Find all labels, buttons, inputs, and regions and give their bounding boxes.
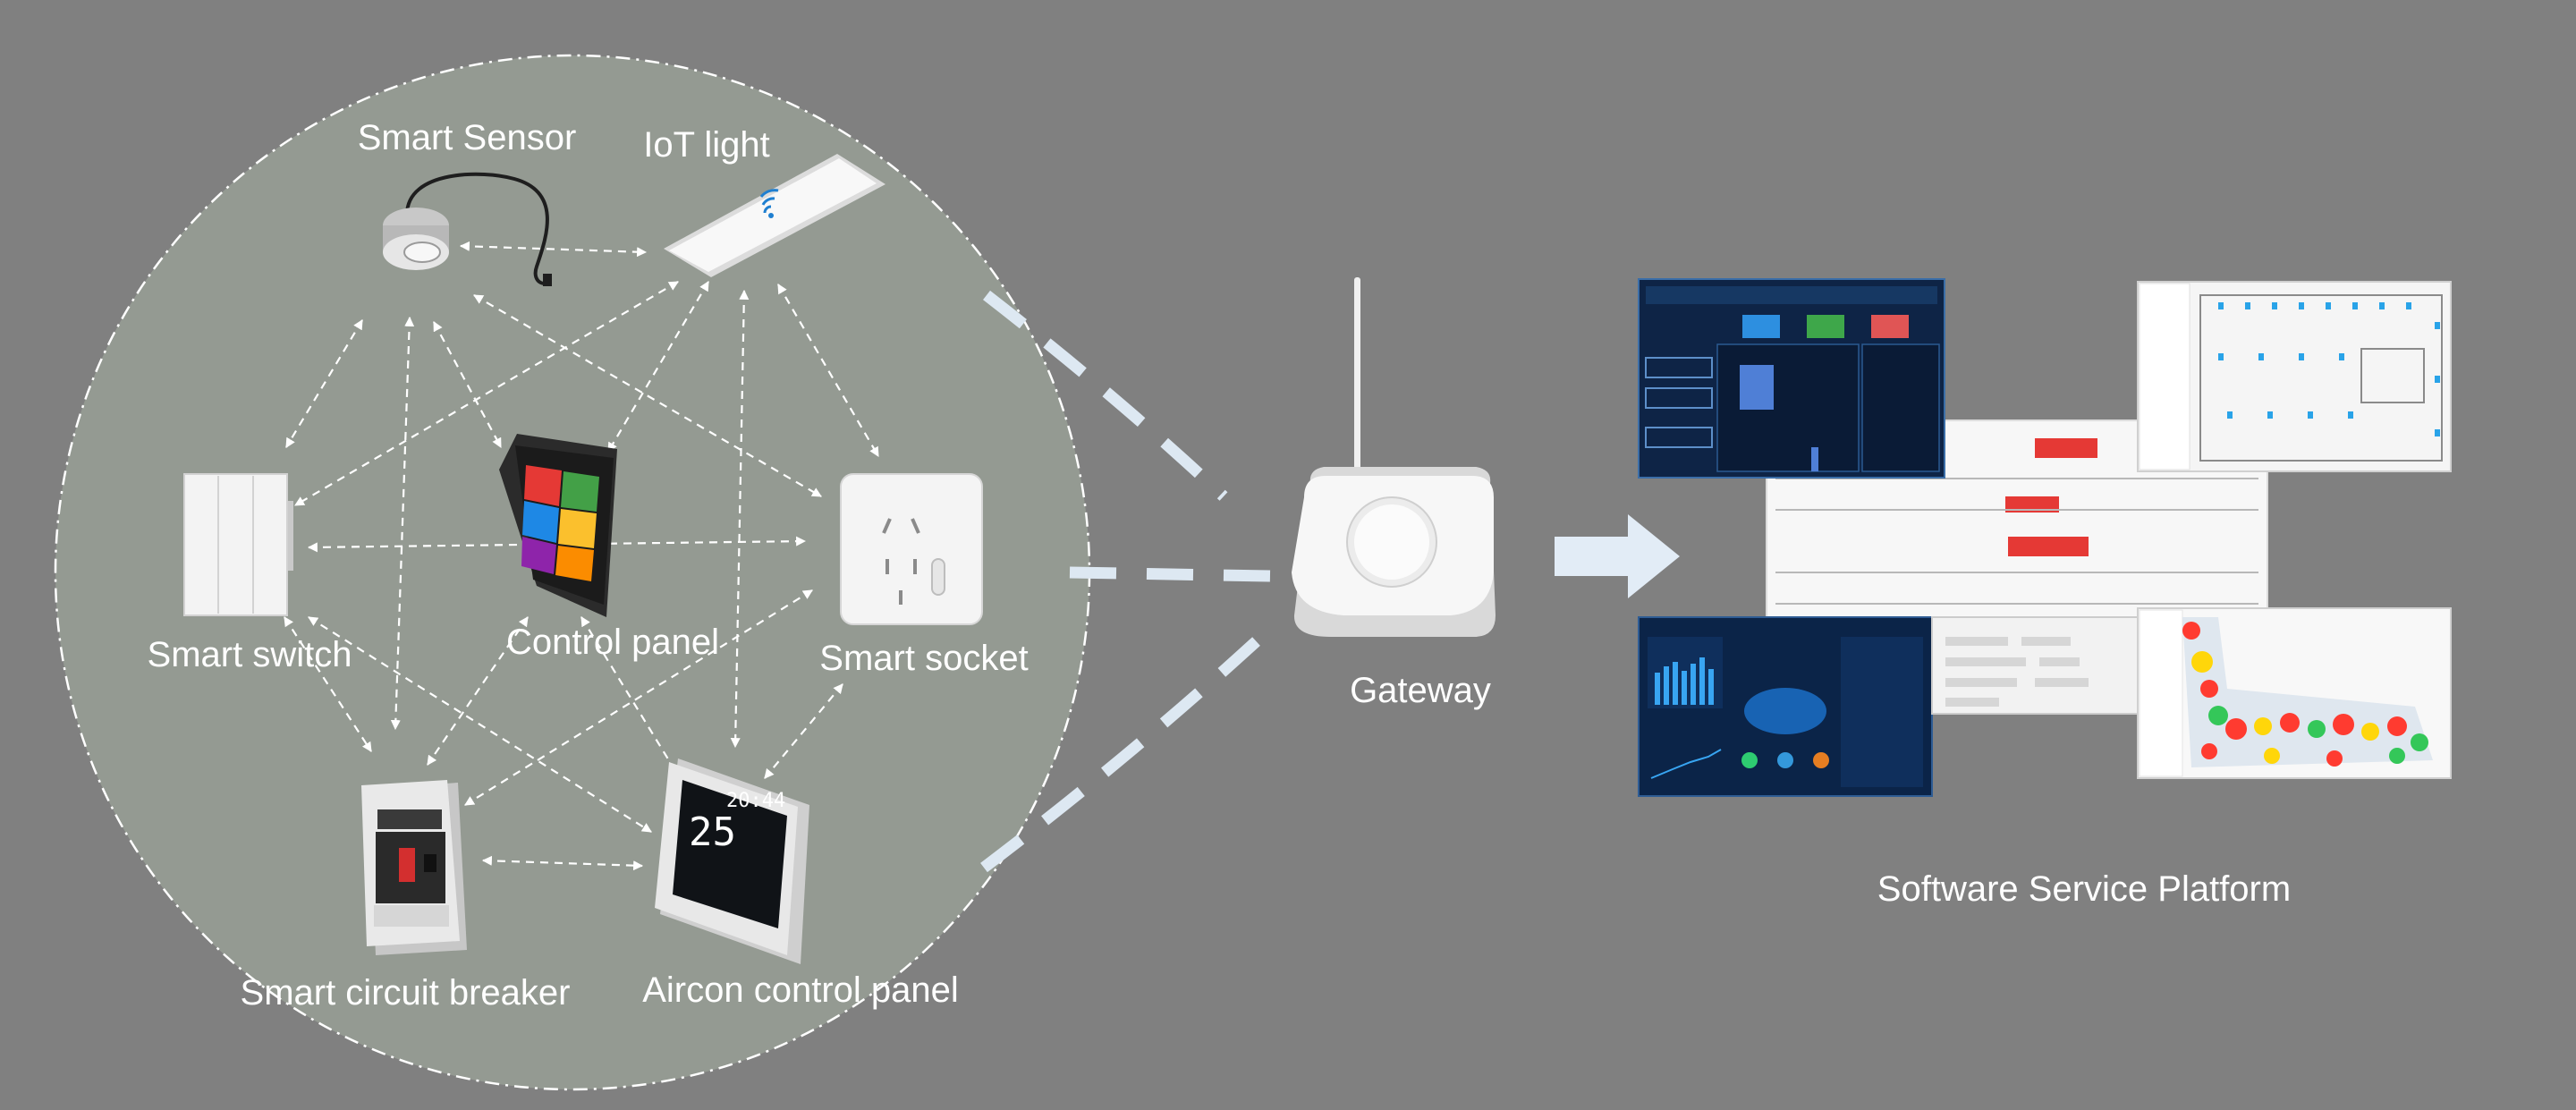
link-mesh-gateway-top (983, 290, 1228, 501)
link-socket-aircon (764, 683, 843, 779)
platform-screens (1638, 278, 2452, 797)
smart-sensor-device (383, 172, 552, 286)
link-light-aircon (730, 289, 750, 749)
iot-light-device (664, 154, 886, 277)
aircon-time-readout: 20:44 (726, 790, 785, 812)
aircon-temperature-readout: 25 (689, 809, 736, 855)
label-smart-circuit-breaker: Smart circuit breaker (240, 973, 571, 1013)
label-smart-sensor: Smart Sensor (357, 118, 577, 157)
link-mesh-gateway-mid (1069, 566, 1271, 582)
link-mesh-gateway-bottom (980, 632, 1266, 873)
label-iot-light: IoT light (643, 125, 770, 165)
label-smart-switch: Smart switch (147, 635, 352, 674)
platform-arrow (1555, 514, 1680, 598)
smart-switch-device (183, 473, 293, 616)
link-light-panel (607, 281, 709, 453)
link-breaker-aircon (481, 855, 644, 871)
label-software-platform: Software Service Platform (1877, 869, 2292, 909)
smart-socket-device (840, 473, 983, 625)
label-aircon-control-panel: Aircon control panel (642, 970, 959, 1010)
smart-circuit-breaker-device (361, 780, 467, 955)
control-panel-device (499, 434, 617, 617)
label-gateway: Gateway (1350, 671, 1491, 710)
link-socket-breaker (464, 589, 813, 806)
label-control-panel: Control panel (506, 623, 719, 662)
link-sensor-breaker (390, 316, 415, 731)
gateway-device (1292, 277, 1496, 637)
link-sensor-light (459, 241, 648, 258)
label-smart-socket: Smart socket (819, 639, 1029, 678)
aircon-control-panel-device (655, 758, 809, 964)
link-light-socket (777, 284, 879, 457)
